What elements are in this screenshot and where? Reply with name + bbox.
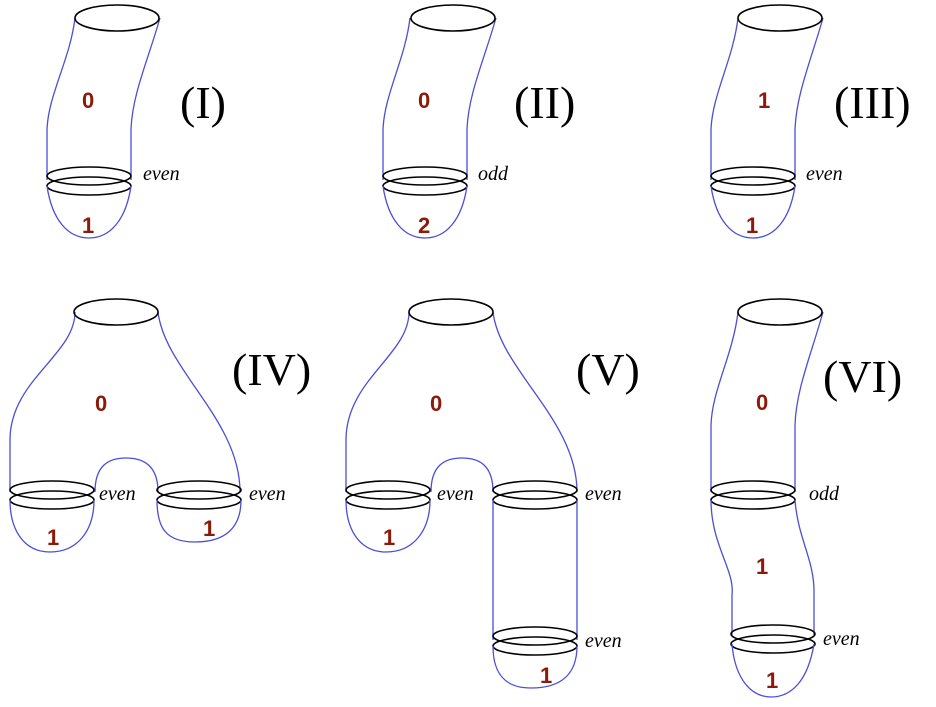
right-lower-cut-circle <box>492 490 578 510</box>
bottom-upper-cut-circle <box>492 626 578 646</box>
right-lower-cut-circle <box>156 490 242 510</box>
bottom-cap-number: 1 <box>540 663 552 688</box>
right-upper-cut-circle <box>156 480 242 500</box>
pants-outline <box>9 311 241 493</box>
bottom-cap-outline <box>492 645 578 689</box>
right-cap-number: 1 <box>203 516 215 541</box>
panel-4: 0 1 1 even even (IV) <box>9 298 311 553</box>
left-upper-cut-circle <box>345 480 431 500</box>
cap-outline <box>710 185 796 239</box>
cap-outline <box>731 643 815 698</box>
panel-label: (V) <box>576 344 640 395</box>
cap-outline <box>46 185 132 239</box>
top-region-number: 0 <box>95 391 107 416</box>
lower-tube-outline <box>710 499 815 635</box>
cap-region-number: 1 <box>746 213 758 238</box>
upper-tube-outline <box>710 311 824 492</box>
cap-region-number: 1 <box>766 668 778 693</box>
parity-label: even <box>806 163 843 185</box>
lower-cut-circle <box>382 176 468 196</box>
right-parity-label: even <box>249 483 286 505</box>
upper-cut-circle <box>382 166 468 186</box>
cap-outline <box>382 185 468 239</box>
left-cap-outline <box>345 499 431 553</box>
upper-cut-circle-b <box>710 490 796 510</box>
top-region-number: 1 <box>758 88 770 113</box>
middle-region-number: 1 <box>756 554 768 579</box>
upper-cut-circle <box>46 166 132 186</box>
left-lower-cut-circle <box>9 490 95 510</box>
lower-cut-circle-b <box>730 634 816 654</box>
right-parity-label: even <box>585 483 622 505</box>
bottom-lower-cut-circle <box>492 636 578 656</box>
tube-outline <box>46 17 161 180</box>
left-cap-number: 1 <box>383 525 395 550</box>
panel-label: (IV) <box>232 344 311 395</box>
parity-label: odd <box>478 163 509 185</box>
upper-parity-label: odd <box>809 483 840 505</box>
panel-3: 1 1 even (III) <box>710 4 911 239</box>
left-parity-label: even <box>437 483 474 505</box>
cylinder-outline <box>492 500 578 640</box>
right-upper-cut-circle <box>492 480 578 500</box>
left-lower-cut-circle <box>345 490 431 510</box>
top-region-number: 0 <box>756 390 768 415</box>
bottom-parity-label: even <box>585 630 622 652</box>
panel-5: 0 1 1 even even even (V) <box>345 298 640 689</box>
panel-6: 0 1 1 odd even (VI) <box>710 298 902 698</box>
lower-parity-label: even <box>823 628 860 650</box>
cap-region-number: 1 <box>82 213 94 238</box>
top-boundary-circle <box>74 4 160 32</box>
tube-outline <box>710 17 824 180</box>
lower-cut-circle-a <box>730 624 816 644</box>
top-boundary-circle <box>737 4 823 32</box>
upper-cut-circle <box>710 166 796 186</box>
panel-label: (I) <box>180 77 226 128</box>
lower-cut-circle <box>710 176 796 196</box>
left-cap-number: 1 <box>47 525 59 550</box>
top-boundary-circle <box>737 298 823 326</box>
lower-cut-circle <box>46 176 132 196</box>
parity-label: even <box>143 163 180 185</box>
panel-label: (VI) <box>823 351 902 402</box>
top-region-number: 0 <box>82 88 94 113</box>
panel-label: (III) <box>834 77 911 128</box>
right-cap-outline <box>156 499 242 543</box>
top-region-number: 0 <box>430 391 442 416</box>
tube-outline <box>382 17 497 180</box>
panel-2: 0 2 odd (II) <box>382 4 575 239</box>
left-parity-label: even <box>99 483 136 505</box>
top-boundary-circle <box>408 298 494 326</box>
panel-label: (II) <box>514 77 575 128</box>
left-cap-outline <box>9 499 95 553</box>
top-region-number: 0 <box>418 88 430 113</box>
cap-region-number: 2 <box>418 213 430 238</box>
left-upper-cut-circle <box>9 480 95 500</box>
top-boundary-circle <box>410 4 496 32</box>
panel-1: 0 1 even (I) <box>46 4 226 239</box>
upper-cut-circle-a <box>710 480 796 500</box>
top-boundary-circle <box>73 298 159 326</box>
pants-outline <box>345 311 578 493</box>
